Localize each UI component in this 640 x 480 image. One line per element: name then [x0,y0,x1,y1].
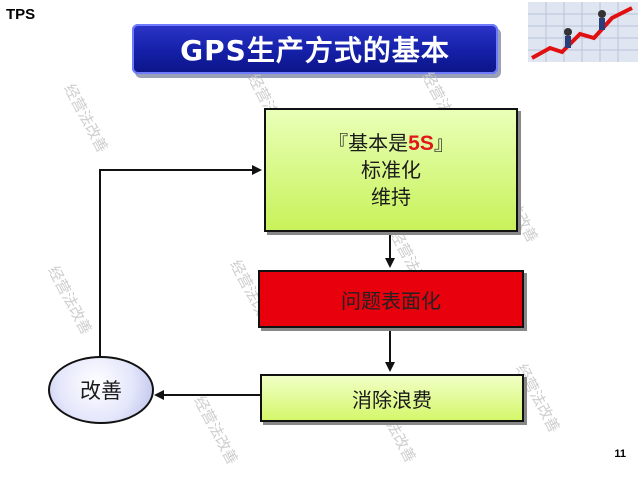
basic-suffix: 』 [433,130,454,155]
page-number: 11 [614,448,626,460]
improvement-label: 改善 [80,379,122,403]
problem-visualization-label: 问题表面化 [341,288,441,313]
eliminate-waste-box: 消除浪费 [260,374,524,422]
highlight-5s: 5S [408,131,434,155]
basic-5s-line: 『基本是 5S 』 [328,130,454,157]
standardization-text: 标准化 [361,157,421,182]
growth-chart-clipart-icon [528,2,638,62]
arrow-circle-to-top [99,165,262,356]
tps-label: TPS [6,6,36,23]
improvement-circle: 改善 [48,356,154,424]
basic-5s-box: 『基本是 5S 』 标准化 维持 [264,108,518,232]
eliminate-waste-label: 消除浪费 [352,387,432,412]
basic-prefix: 『基本是 [328,130,409,155]
problem-visualization-box: 问题表面化 [258,270,524,328]
maintain-text: 维持 [371,184,411,209]
page-title: GPS生产方式的基本 [132,24,498,74]
